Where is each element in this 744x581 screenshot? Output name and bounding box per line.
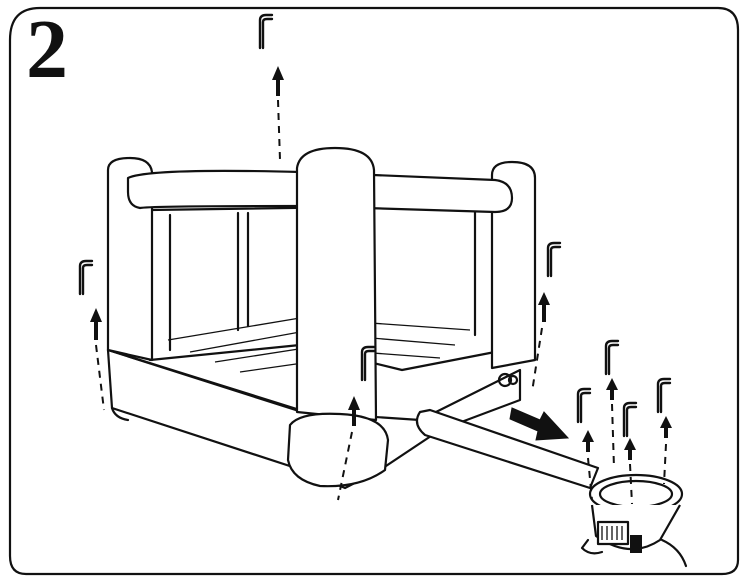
dashed-guide: [531, 327, 543, 393]
dashed-guide: [629, 463, 633, 505]
dashed-guide: [95, 344, 105, 411]
step-number: 2: [26, 3, 68, 96]
up-arrow-icon: [660, 416, 672, 438]
stake-icon: [78, 259, 94, 296]
up-arrow-icon: [582, 430, 594, 452]
stake-icon: [546, 241, 562, 278]
right-arrow-icon: [509, 407, 570, 441]
stake-icon: [656, 377, 672, 414]
stake-icon: [622, 401, 638, 438]
up-arrow-icon: [538, 292, 550, 322]
up-arrow-icon: [272, 66, 284, 96]
stake-icon: [576, 387, 592, 424]
dashed-guide: [277, 99, 281, 161]
stake-icon: [258, 13, 274, 50]
blower: [580, 473, 688, 568]
frame-border: [8, 6, 740, 576]
blower-tube: [415, 408, 600, 490]
dashed-guide: [663, 443, 667, 485]
up-arrow-icon: [606, 378, 618, 400]
up-arrow-icon: [624, 438, 636, 460]
up-arrow-icon: [348, 396, 360, 426]
dashed-guide: [611, 403, 615, 469]
stake-icon: [604, 339, 620, 376]
dashed-guide: [337, 431, 353, 501]
up-arrow-icon: [90, 308, 102, 340]
